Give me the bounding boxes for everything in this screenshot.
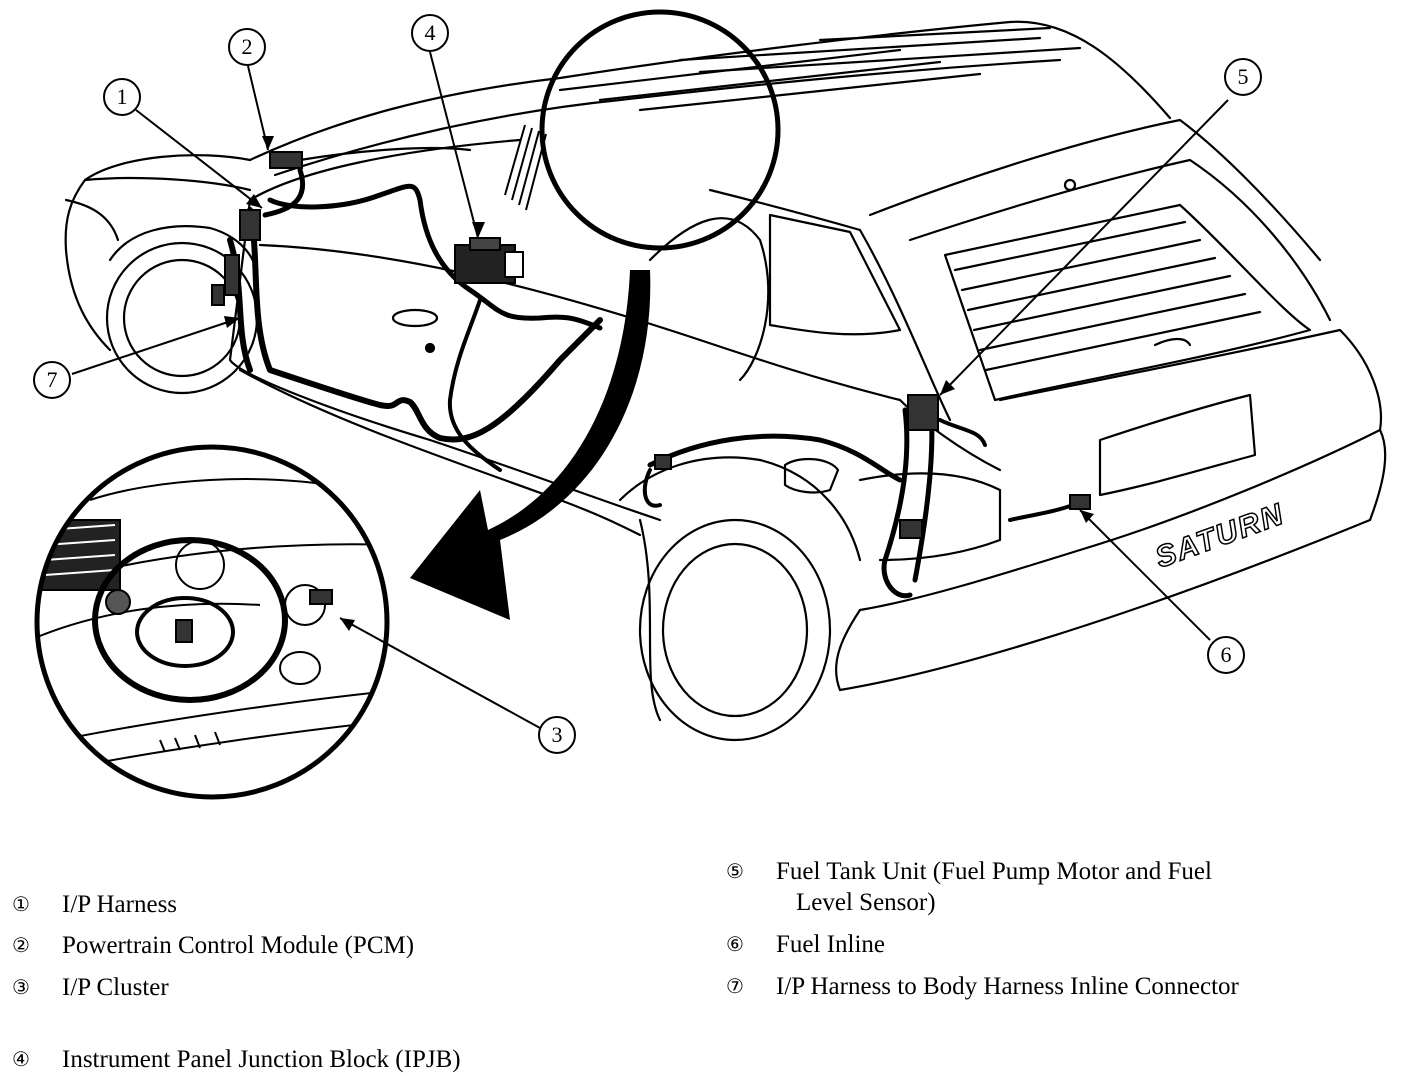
leader-arrowheads bbox=[224, 136, 1094, 631]
callout-7: 7 bbox=[33, 361, 71, 399]
svg-text:2: 2 bbox=[242, 34, 253, 59]
legend-mark: ⑤ bbox=[726, 861, 744, 883]
svg-text:5: 5 bbox=[1238, 64, 1249, 89]
svg-text:7: 7 bbox=[47, 367, 58, 392]
legend-text: Fuel Tank Unit (Fuel Pump Motor and Fuel bbox=[776, 858, 1212, 885]
legend-text-continued: Level Sensor) bbox=[796, 889, 936, 916]
legend-mark: ② bbox=[12, 935, 30, 957]
zoom-arrow bbox=[410, 270, 651, 620]
callout-4: 4 bbox=[411, 14, 449, 52]
legend-mark: ⑦ bbox=[726, 976, 744, 998]
callout-3: 3 bbox=[538, 716, 576, 754]
legend-item-5: ⑤ Fuel Tank Unit (Fuel Pump Motor and Fu… bbox=[722, 857, 1382, 921]
components bbox=[211, 151, 1091, 539]
saturn-badge: SATURN bbox=[1151, 497, 1289, 574]
legend-text: I/P Cluster bbox=[62, 974, 169, 1001]
legend-item-3: ③ I/P Cluster bbox=[8, 973, 608, 1005]
legend-text: I/P Harness to Body Harness Inline Conne… bbox=[776, 973, 1239, 1000]
callout-1: 1 bbox=[103, 78, 141, 116]
legend-mark: ⑥ bbox=[726, 934, 744, 956]
legend-item-6: ⑥ Fuel Inline bbox=[722, 930, 1382, 962]
legend-mark: ④ bbox=[12, 1049, 30, 1071]
inset-detail bbox=[34, 444, 390, 800]
svg-text:1: 1 bbox=[117, 84, 128, 109]
legend-item-2: ② Powertrain Control Module (PCM) bbox=[8, 931, 608, 963]
legend-text: I/P Harness bbox=[62, 891, 178, 918]
magnifier-circle bbox=[539, 9, 781, 251]
svg-text:3: 3 bbox=[552, 722, 563, 747]
svg-text:4: 4 bbox=[425, 20, 436, 45]
legend-mark: ① bbox=[12, 894, 30, 916]
legend-text: Fuel Inline bbox=[776, 931, 886, 958]
legend-item-7: ⑦ I/P Harness to Body Harness Inline Con… bbox=[722, 972, 1382, 1004]
svg-text:6: 6 bbox=[1221, 642, 1232, 667]
legend-mark: ③ bbox=[12, 977, 30, 999]
callout-2: 2 bbox=[228, 28, 266, 66]
callout-6: 6 bbox=[1207, 636, 1245, 674]
leader-lines bbox=[71, 51, 1229, 729]
legend-text: Instrument Panel Junction Block (IPJB) bbox=[62, 1046, 461, 1073]
legend-item-1: ① I/P Harness bbox=[8, 890, 608, 922]
legend-text: Powertrain Control Module (PCM) bbox=[62, 932, 415, 959]
wiring-diagram: SATURN 1 2 3 4 5 6 bbox=[33, 9, 1387, 800]
callout-5: 5 bbox=[1224, 58, 1262, 96]
legend-item-4: ④ Instrument Panel Junction Block (IPJB) bbox=[8, 1045, 648, 1077]
